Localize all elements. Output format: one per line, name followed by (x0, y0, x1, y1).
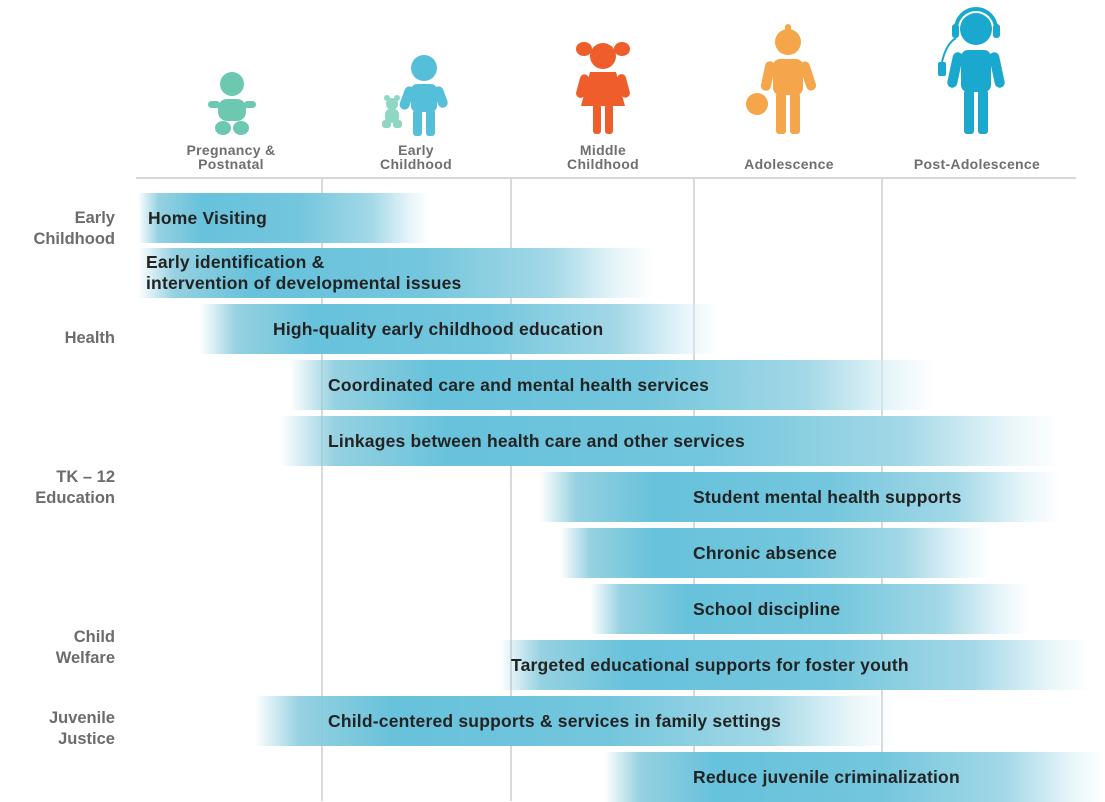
program-bar-juvenile-criminalization: Reduce juvenile criminalization (605, 752, 1105, 802)
stage-divider (510, 178, 512, 801)
program-bar-coordinated-care: Coordinated care and mental health servi… (290, 360, 935, 410)
stage-axis-line (136, 177, 1076, 179)
program-bar-health-care-linkages: Linkages between health care and other s… (280, 416, 1060, 466)
program-label: Targeted educational supports for foster… (511, 654, 909, 675)
program-label: Early identification &intervention of de… (146, 252, 462, 293)
program-label: Home Visiting (148, 207, 267, 228)
girl-icon (576, 42, 630, 134)
boy-with-ball-icon (746, 24, 817, 134)
program-label: Coordinated care and mental health servi… (328, 374, 710, 395)
program-label: School discipline (693, 598, 841, 619)
teen-with-headphones-icon (938, 7, 1005, 134)
program-bar-school-discipline: School discipline (590, 584, 1030, 634)
baby-icon (208, 72, 256, 135)
program-label: Linkages between health care and other s… (328, 430, 745, 451)
program-label: Student mental health supports (693, 486, 962, 507)
program-bar-student-mental-health: Student mental health supports (540, 472, 1060, 522)
program-label: Reduce juvenile criminalization (693, 766, 960, 787)
program-bar-family-settings: Child-centered supports & services in fa… (255, 696, 895, 746)
stage-label-pregnancy-postnatal: Pregnancy &Postnatal (186, 142, 276, 172)
program-label: Chronic absence (693, 542, 838, 563)
program-bar-chronic-absence: Chronic absence (560, 528, 990, 578)
program-bar-home-visiting: Home Visiting (138, 193, 430, 243)
toddler-with-teddy-icon (382, 55, 448, 136)
stage-label-post-adolescence: Post-Adolescence (913, 156, 1041, 172)
program-bar-early-identification: Early identification &intervention of de… (138, 248, 653, 298)
program-bar-early-childhood-education: High-quality early childhood education (200, 304, 720, 354)
program-label: High-quality early childhood education (273, 318, 604, 339)
program-label: Child-centered supports & services in fa… (328, 710, 782, 731)
category-health: Health (64, 329, 115, 347)
stage-label-adolescence: Adolescence (744, 156, 834, 172)
program-bar-foster-youth-supports: Targeted educational supports for foster… (500, 640, 1090, 690)
stage-divider (321, 178, 323, 801)
